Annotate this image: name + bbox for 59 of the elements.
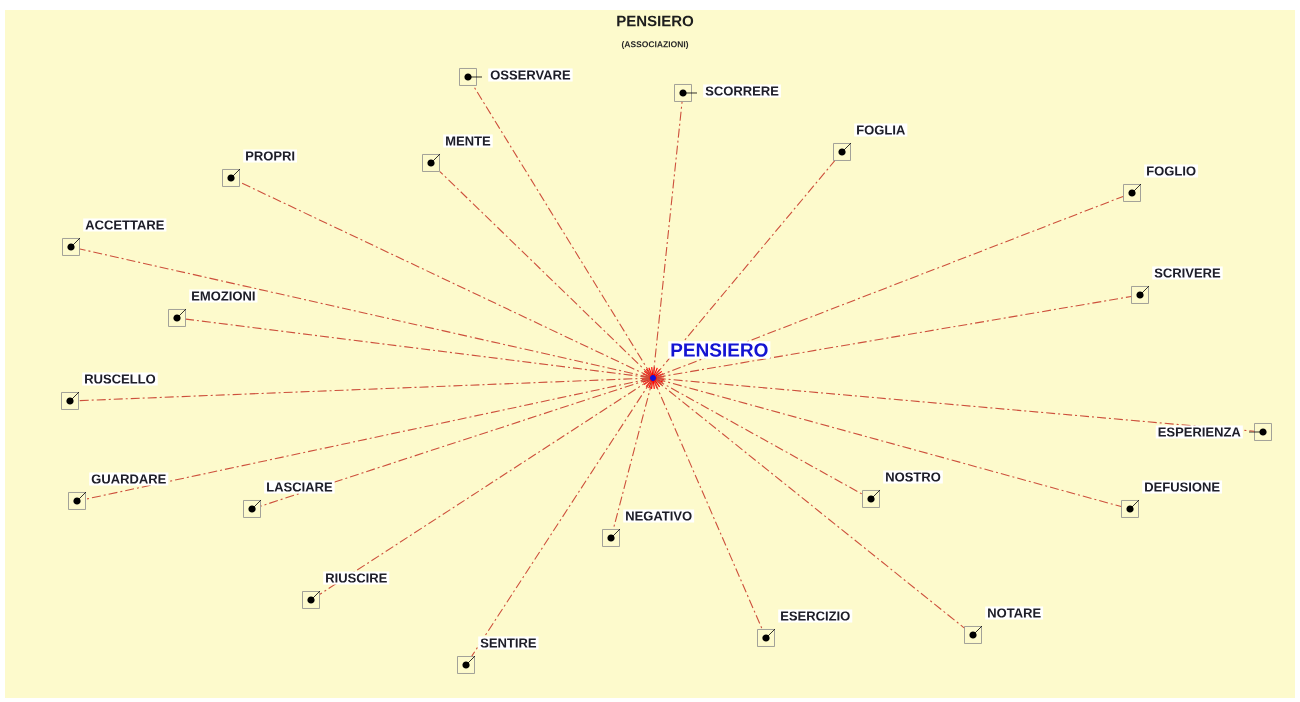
term-label: FOGLIO (1144, 164, 1199, 178)
term-label: SCRIVERE (1152, 266, 1223, 280)
term-box (964, 625, 983, 644)
title: PENSIERO (617, 15, 694, 27)
connector-line (185, 318, 650, 379)
term-box (1123, 183, 1142, 202)
term-box (1248, 423, 1272, 441)
connector-line (471, 380, 652, 657)
term-label: GUARDARE (89, 472, 169, 486)
term-box (222, 168, 241, 187)
term-label: RIUSCIRE (323, 571, 390, 585)
connector-line (439, 171, 651, 376)
term-box (833, 142, 852, 161)
subtitle: (ASSOCIAZIONI) (621, 41, 689, 49)
connector-line (239, 181, 651, 377)
connector-line (655, 379, 863, 495)
connector-line (655, 195, 1124, 378)
term-label: RUSCELLO (82, 372, 158, 386)
term-box (1121, 499, 1140, 518)
term-box (302, 590, 321, 609)
term-label: NOSTRO (883, 470, 943, 484)
term-label: SENTIRE (478, 636, 539, 650)
term-box (602, 528, 621, 547)
center-label: PENSIERO (668, 341, 771, 359)
term-box (757, 628, 776, 647)
term-box (422, 153, 441, 172)
term-box (68, 491, 87, 510)
term-box (243, 499, 262, 518)
term-label: NOTARE (985, 606, 1044, 620)
center-point (641, 366, 665, 390)
term-label: SCORRERE (703, 84, 781, 98)
term-box (61, 391, 80, 410)
connector-line (653, 380, 763, 630)
term-box (1131, 285, 1150, 304)
connector-line (652, 101, 683, 375)
term-label: NEGATIVO (623, 509, 695, 523)
term-label: DEFUSIONE (1142, 480, 1223, 494)
connector-line (655, 379, 965, 629)
connector-line (319, 379, 651, 595)
term-box (168, 308, 187, 327)
term-label: ESPERIENZA (1155, 425, 1243, 439)
connector-line (656, 295, 1132, 378)
term-box (674, 84, 698, 102)
term-box (62, 237, 81, 256)
term-box (862, 489, 881, 508)
connector-line (654, 160, 836, 376)
term-label: FOGLIA (854, 123, 908, 137)
term-label: ACCETTARE (83, 218, 167, 232)
connector-line (260, 378, 651, 507)
term-box (459, 68, 483, 86)
term-label: OSSERVARE (488, 68, 573, 82)
term-label: EMOZIONI (189, 289, 258, 303)
term-label: LASCIARE (264, 480, 335, 494)
term-box (457, 655, 476, 674)
connector-line (656, 377, 1255, 432)
connector-line (656, 378, 1122, 508)
term-label: ESERCIZIO (778, 609, 853, 623)
term-label: PROPRI (243, 149, 298, 163)
connector-line (79, 248, 650, 378)
